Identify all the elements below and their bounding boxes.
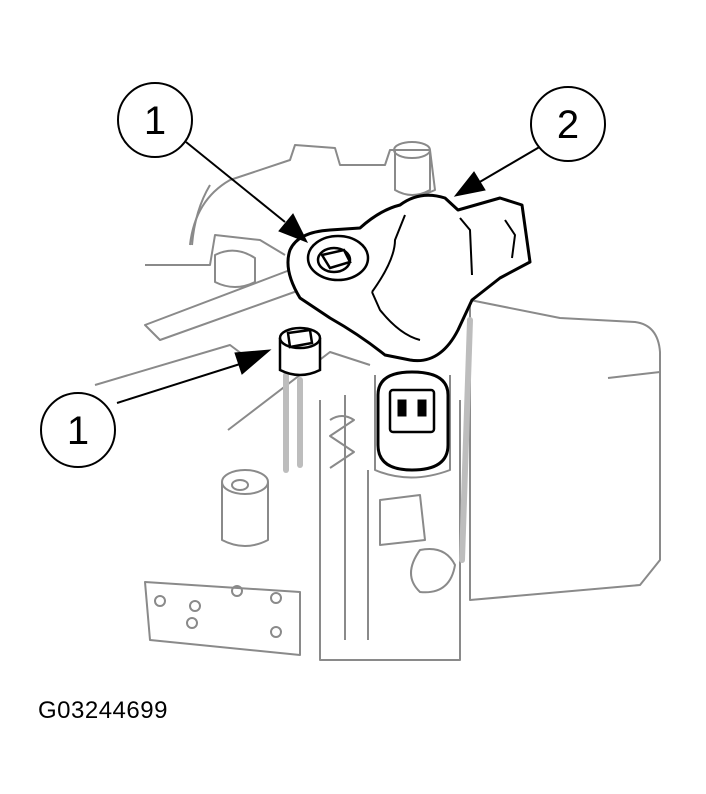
transmission-sensor-diagram: 1 1 2	[40, 82, 661, 661]
leader-lines	[116, 141, 549, 404]
callout-1-bottom: 1	[40, 392, 116, 468]
sensor-connector	[376, 370, 450, 472]
figure-id: G03244699	[38, 697, 168, 724]
callout-2: 2	[530, 86, 606, 162]
callout-1-top: 1	[117, 82, 193, 158]
bolt-top	[306, 234, 370, 282]
bolt-bottom	[278, 326, 322, 377]
callout-1-bottom-label: 1	[67, 409, 89, 453]
callout-1-top-label: 1	[144, 99, 166, 143]
callout-2-label: 2	[557, 103, 579, 147]
